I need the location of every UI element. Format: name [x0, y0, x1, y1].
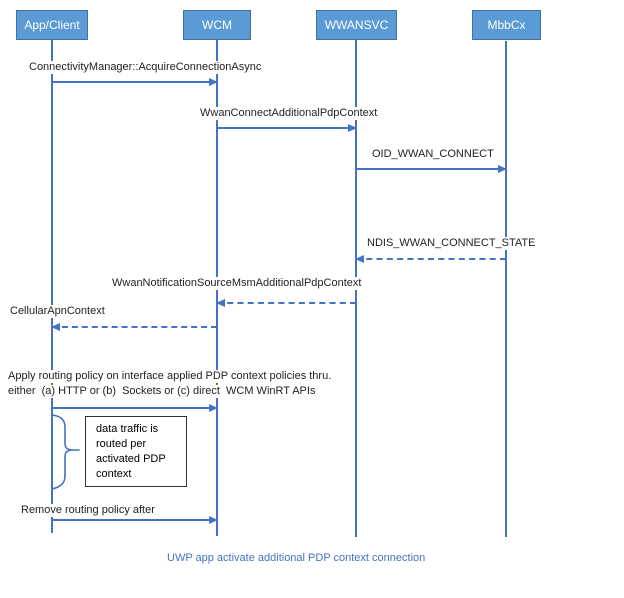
message-label-wwan-notification-source: WwanNotificationSourceMsmAdditionalPdpCo…	[112, 277, 362, 290]
message-arrow-apply-routing	[52, 404, 218, 412]
arrowhead-left-icon	[355, 255, 364, 263]
message-label-apply-routing-line1: Apply routing policy on interface applie…	[8, 370, 332, 383]
lifeline-app-client	[51, 39, 53, 533]
actor-label: WCM	[202, 18, 232, 32]
note-text-line: data traffic is	[96, 423, 159, 435]
message-line	[356, 168, 506, 170]
message-line	[52, 407, 217, 409]
note-brace-path	[51, 414, 80, 490]
message-label-remove-routing: Remove routing policy after	[21, 504, 155, 517]
message-line	[217, 127, 356, 129]
message-label-apply-routing-line2: either (a) HTTP or (b) Sockets or (c) di…	[8, 385, 316, 398]
message-label-cellular-apn-context: CellularApnContext	[10, 305, 105, 318]
message-line	[52, 326, 217, 328]
message-label-oid-wwan-connect: OID_WWAN_CONNECT	[372, 148, 494, 161]
message-line	[356, 258, 506, 260]
arrowhead-right-icon	[209, 78, 218, 86]
actor-label: WWANSVC	[324, 18, 389, 32]
actor-box-mbbcx: MbbCx	[472, 10, 541, 40]
message-line	[217, 302, 356, 304]
arrowhead-right-icon	[498, 165, 507, 173]
message-arrow-wwan-notification-source	[216, 299, 356, 307]
message-arrow-cellular-apn-context	[51, 323, 217, 331]
note-box: data traffic is routed per activated PDP…	[85, 416, 187, 487]
diagram-caption: UWP app activate additional PDP context …	[167, 552, 426, 564]
message-label-acquire-connection: ConnectivityManager::AcquireConnectionAs…	[29, 61, 262, 74]
message-arrow-acquire-connection	[52, 78, 218, 86]
note-text-line: context	[96, 468, 132, 480]
lifeline-mbbcx	[505, 41, 507, 537]
message-line	[52, 519, 217, 521]
message-line	[52, 81, 217, 83]
actor-label: App/Client	[24, 18, 80, 32]
arrowhead-left-icon	[51, 323, 60, 331]
arrowhead-left-icon	[216, 299, 225, 307]
arrowhead-right-icon	[209, 516, 218, 524]
message-label-wwan-connect-additional: WwanConnectAdditionalPdpContext	[200, 107, 378, 120]
note-text-line: activated PDP	[96, 453, 166, 465]
message-arrow-ndis-wwan-connect-state	[355, 255, 506, 263]
message-arrow-remove-routing	[52, 516, 218, 524]
actor-label: MbbCx	[487, 18, 526, 32]
message-label-ndis-wwan-connect-state: NDIS_WWAN_CONNECT_STATE	[367, 237, 536, 250]
note-text-line: routed per	[96, 438, 147, 450]
message-arrow-wwan-connect-additional	[217, 124, 357, 132]
actor-box-wwansvc: WWANSVC	[316, 10, 397, 40]
message-arrow-oid-wwan-connect	[356, 165, 507, 173]
actor-box-wcm: WCM	[183, 10, 251, 40]
arrowhead-right-icon	[209, 404, 218, 412]
actor-box-app-client: App/Client	[16, 10, 88, 40]
arrowhead-right-icon	[348, 124, 357, 132]
note-brace	[51, 414, 80, 490]
